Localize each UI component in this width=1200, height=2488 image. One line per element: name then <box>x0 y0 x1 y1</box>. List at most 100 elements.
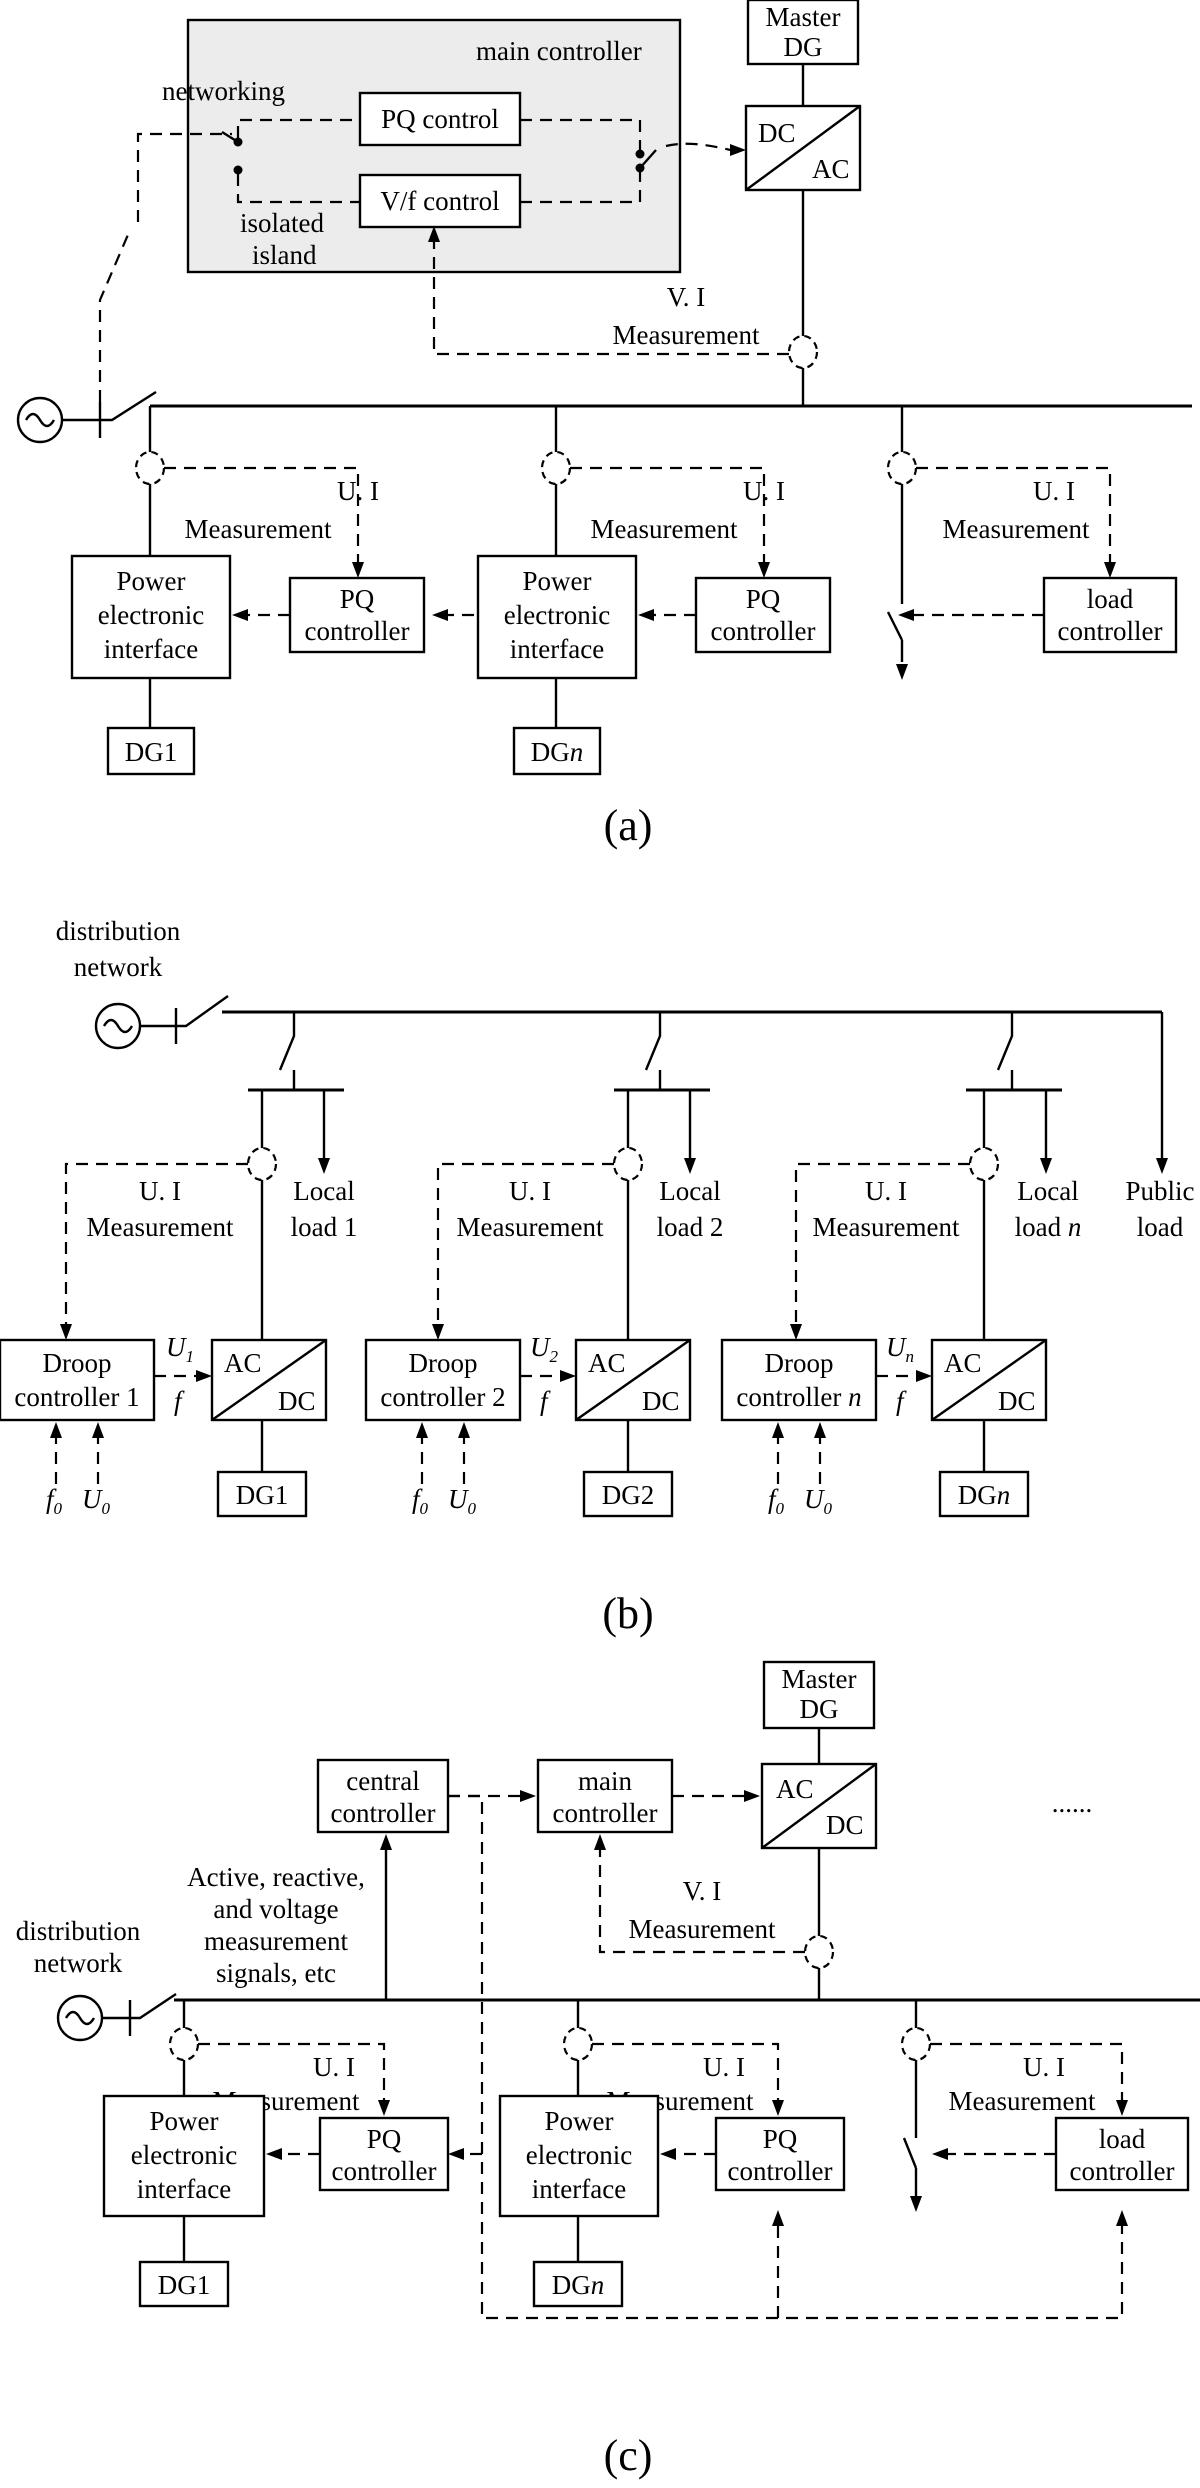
ui-label-3: U. I <box>1033 476 1075 506</box>
f-label-1: f <box>174 1386 185 1416</box>
arrow <box>432 609 448 621</box>
grid-breaker <box>62 390 157 438</box>
load-feeder <box>886 406 904 662</box>
vi-measurement-label: Measurement <box>613 320 760 350</box>
master-dg-label-1: Master <box>766 2 841 32</box>
ui-label-b1: U. I <box>139 1176 181 1206</box>
arrow <box>266 2148 282 2160</box>
vf-path <box>236 172 642 204</box>
measurement-label-c3: Measurement <box>949 2086 1096 2116</box>
arrow <box>916 1370 932 1382</box>
diagram-b: distribution network U. I Measurement Lo… <box>0 916 1195 1638</box>
ct-feeder2 <box>612 1146 644 1182</box>
converter-diagonal <box>745 105 861 191</box>
network-label-b: network <box>74 952 163 982</box>
pq-control-box <box>358 91 522 147</box>
right-switch-blade <box>639 149 657 169</box>
vf-control-box <box>358 173 522 229</box>
ct-feeder1 <box>246 1146 278 1182</box>
arrow <box>50 1422 104 1438</box>
main-controller-label-c2: controller <box>553 1798 658 1828</box>
right-switch-dot-1 <box>635 149 645 159</box>
pq-controller-label-nb: controller <box>711 616 816 646</box>
arrow <box>790 1324 802 1340</box>
grid-breaker-c <box>102 1993 177 2036</box>
dg1-label-c: DG1 <box>158 2270 211 2300</box>
pq-controller-label-1a: PQ <box>340 584 375 614</box>
local-label-2: Local <box>659 1176 720 1206</box>
u2-label: U2 <box>530 1332 559 1366</box>
vi-measurement-label-c: Measurement <box>629 1914 776 1944</box>
converter-c-dc-label: DC <box>826 1810 864 1840</box>
u1-label: U1 <box>166 1332 194 1366</box>
arrow <box>380 1834 392 1850</box>
ui-label-2: U. I <box>743 476 785 506</box>
f0-label-2: f0 <box>412 1484 429 1518</box>
pq-controller-box-1 <box>288 576 426 654</box>
arrow <box>1040 1158 1052 1174</box>
droop-label-n: Droop <box>765 1348 834 1378</box>
pei-c1-power: Power <box>150 2106 219 2136</box>
ui-label-c2: U. I <box>703 2052 745 2082</box>
arrow <box>898 609 914 621</box>
pei-cn-interface: interface <box>532 2174 626 2204</box>
pei-label-electronic-1: electronic <box>98 600 204 630</box>
measurement-label-3: Measurement <box>943 514 1090 544</box>
arrow <box>432 1324 444 1340</box>
dgn-box <box>512 726 602 776</box>
ct-load-c <box>900 2026 932 2062</box>
distribution-label-c: distribution <box>16 1916 141 1946</box>
arrow <box>932 2148 948 2160</box>
sine-wave-b <box>102 1018 134 1034</box>
load-controller-label-2: controller <box>1058 616 1163 646</box>
central-controller-label-1: central <box>346 1766 419 1796</box>
converter2-dc-label: DC <box>642 1386 680 1416</box>
ui-label-b3: U. I <box>865 1176 907 1206</box>
pq-controller-label-na: PQ <box>746 584 781 614</box>
f0-label-1: f0 <box>46 1484 63 1518</box>
arrow <box>1156 1158 1168 1174</box>
more-dots: ...... <box>1052 1788 1093 1818</box>
arrow <box>1104 562 1116 578</box>
arrow <box>660 2148 676 2160</box>
master-current-transformer <box>787 334 819 370</box>
measurement-label-b3: Measurement <box>813 1212 960 1242</box>
dg1-label: DG1 <box>125 737 178 767</box>
droop-controller-1-box <box>0 1338 156 1422</box>
arrow <box>196 1370 212 1382</box>
local-label-n: Local <box>1017 1176 1078 1206</box>
signals-label-2: and voltage <box>213 1894 338 1924</box>
arrow <box>416 1422 470 1438</box>
island-label: island <box>252 240 317 270</box>
dg1-box-b <box>216 1470 308 1518</box>
pei-cn-power: Power <box>545 2106 614 2136</box>
pei-c1-electronic: electronic <box>131 2140 237 2170</box>
pei-label-power-1: Power <box>117 566 186 596</box>
power-electronic-interface-c1 <box>102 2094 266 2218</box>
convertern-ac-label: AC <box>944 1348 982 1378</box>
load-controller-c-label-2: controller <box>1070 2156 1175 2186</box>
grid-breaker-b <box>140 995 229 1044</box>
droop-controller-n-label: controller n <box>736 1382 861 1412</box>
master-dg-box-c <box>762 1660 876 1730</box>
vi-measurement-line-c <box>598 1850 805 1954</box>
ct-feedern <box>968 1146 1000 1182</box>
pq-c1-label-1: PQ <box>367 2124 402 2154</box>
ui-line-feedern <box>794 1162 970 1324</box>
master-dg-label-c1: Master <box>782 1664 857 1694</box>
converter1-ac-label: AC <box>224 1348 262 1378</box>
ct-dg1 <box>134 450 166 486</box>
dg1-label-b: DG1 <box>236 1480 289 1510</box>
main-controller-box-c <box>536 1758 674 1834</box>
arrow <box>638 609 654 621</box>
dgn-label: DGn <box>531 737 584 767</box>
measurement-label-2: Measurement <box>591 514 738 544</box>
arrow <box>560 1370 576 1382</box>
feeder1-switch <box>278 1012 296 1090</box>
ui-label-c3: U. I <box>1023 2052 1065 2082</box>
load-controller-label-1: load <box>1087 584 1134 614</box>
ct-dgn-c <box>562 2026 594 2062</box>
master-dg-label-2: DG <box>784 32 823 62</box>
reference-lines-2 <box>420 1436 466 1484</box>
arrow <box>520 1790 536 1802</box>
